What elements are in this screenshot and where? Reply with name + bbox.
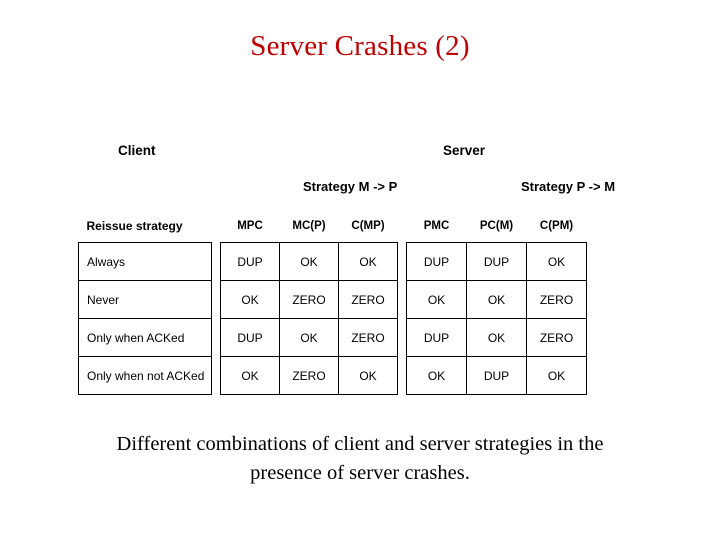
row-label: Only when not ACKed <box>78 356 212 395</box>
cell-mcp: OK <box>279 242 339 281</box>
cell-pmc: DUP <box>406 318 467 357</box>
cell-mcp: ZERO <box>279 280 339 319</box>
caption-line-2: presence of server crashes. <box>250 462 470 484</box>
cell-pmc: OK <box>406 356 467 395</box>
row-gap-1 <box>212 243 221 281</box>
cell-mcp: OK <box>279 318 339 357</box>
cell-pmc: OK <box>406 280 467 319</box>
row-gap-1 <box>212 357 221 395</box>
row-gap-1 <box>212 281 221 319</box>
header-gap-1 <box>212 210 221 243</box>
table-row: Always DUP OK OK DUP DUP OK <box>78 242 587 281</box>
row-label: Always <box>78 242 212 281</box>
cell-pcm: DUP <box>466 356 527 395</box>
cell-cpm: OK <box>526 242 587 281</box>
header-col-mpc: MPC <box>237 220 263 232</box>
cell-mpc: DUP <box>220 318 280 357</box>
row-label: Never <box>78 280 212 319</box>
label-strategy-p-to-m: Strategy P -> M <box>521 179 616 194</box>
row-label: Only when ACKed <box>78 318 212 357</box>
slide-caption: Different combinations of client and ser… <box>0 430 720 488</box>
cell-pcm: OK <box>466 280 527 319</box>
label-strategy-m-to-p: Strategy M -> P <box>303 179 398 194</box>
table-header-row: Reissue strategy MPC MC(P) C(MP) PMC PC(… <box>79 210 587 243</box>
header-col-pcm: PC(M) <box>479 220 514 232</box>
cell-pcm: DUP <box>466 242 527 281</box>
header-col-cmp: C(MP) <box>351 220 385 232</box>
strategy-table: Reissue strategy MPC MC(P) C(MP) PMC PC(… <box>78 210 587 395</box>
cell-pmc: DUP <box>406 242 467 281</box>
header-col-mcp: MC(P) <box>292 220 326 232</box>
header-col-cpm: C(PM) <box>539 220 574 232</box>
header-reissue-strategy: Reissue strategy <box>86 219 183 233</box>
table-row: Never OK ZERO ZERO OK OK ZERO <box>78 280 587 319</box>
cell-cmp: OK <box>338 356 398 395</box>
row-gap-2 <box>398 281 407 319</box>
row-gap-1 <box>212 319 221 357</box>
cell-mcp: ZERO <box>279 356 339 395</box>
cell-mpc: DUP <box>220 242 280 281</box>
row-gap-2 <box>398 243 407 281</box>
cell-mpc: OK <box>220 356 280 395</box>
label-client: Client <box>118 143 156 158</box>
table-row: Only when ACKed DUP OK ZERO DUP OK ZERO <box>78 318 587 357</box>
row-gap-2 <box>398 319 407 357</box>
header-gap-2 <box>398 210 407 243</box>
cell-cmp: ZERO <box>338 280 398 319</box>
cell-mpc: OK <box>220 280 280 319</box>
table-row: Only when not ACKed OK ZERO OK OK DUP OK <box>78 356 587 395</box>
row-gap-2 <box>398 357 407 395</box>
cell-pcm: OK <box>466 318 527 357</box>
cell-cmp: ZERO <box>338 318 398 357</box>
caption-line-1: Different combinations of client and ser… <box>116 433 604 455</box>
cell-cpm: OK <box>526 356 587 395</box>
cell-cpm: ZERO <box>526 280 587 319</box>
header-col-pmc: PMC <box>423 220 450 232</box>
label-server: Server <box>443 143 486 158</box>
page-title: Server Crashes (2) <box>250 30 470 62</box>
cell-cpm: ZERO <box>526 318 587 357</box>
cell-cmp: OK <box>338 242 398 281</box>
